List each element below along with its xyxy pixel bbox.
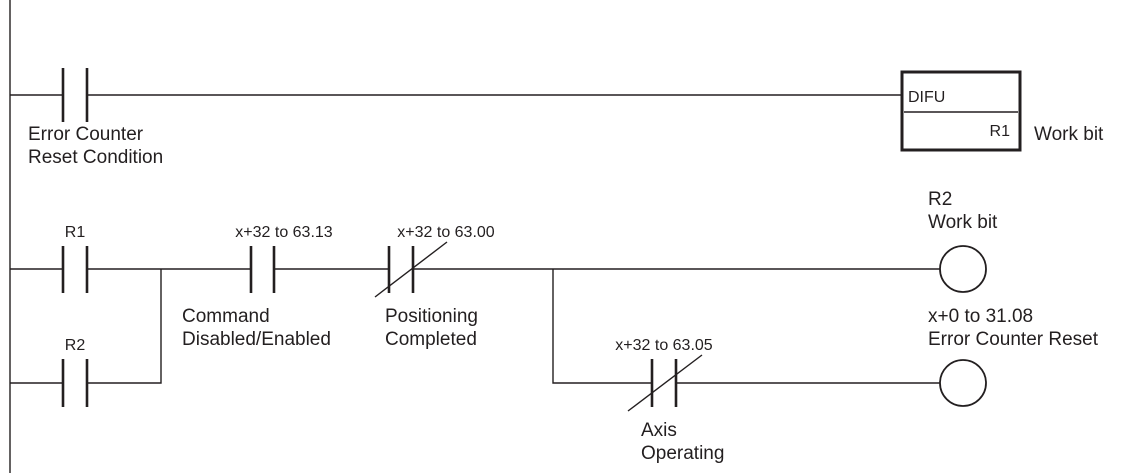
coil-r2-label-line1: R2 (928, 189, 952, 210)
coil-r2-label-line2: Work bit (928, 212, 998, 233)
positioning-contact-label-line1: Positioning (385, 306, 478, 327)
axis-contact-label-line1: Axis (641, 420, 677, 441)
axis-contact-label-line2: Operating (641, 443, 724, 464)
contact-r1 (61, 246, 89, 293)
command-contact-label-line1: Command (182, 306, 270, 327)
difu-instruction-block (900, 70, 1022, 152)
axis-contact-address: x+32 to 63.05 (615, 337, 713, 354)
command-contact-label-line2: Disabled/Enabled (182, 329, 331, 350)
rung2-branch-r2-join (88, 269, 162, 384)
positioning-contact-address: x+32 to 63.00 (397, 224, 495, 241)
contact-error-counter-reset-condition (61, 68, 89, 122)
command-contact-address: x+32 to 63.13 (235, 224, 333, 241)
coil-error-counter-reset (939, 359, 987, 407)
difu-work-bit-note: Work bit (1034, 124, 1104, 145)
coil-r2 (939, 245, 987, 293)
contact-axis-operating-nc (627, 354, 703, 412)
error-counter-label-line1: Error Counter (28, 124, 144, 145)
difu-operand-r1: R1 (990, 123, 1011, 140)
coil-reset-label-line1: x+0 to 31.08 (928, 306, 1033, 327)
contact-r2-label: R2 (65, 337, 86, 354)
contact-command-disabled-enabled (249, 246, 276, 293)
coil-reset-label-line2: Error Counter Reset (928, 329, 1099, 350)
error-counter-label-line2: Reset Condition (28, 147, 163, 168)
rung2-branch-to-axis (552, 269, 651, 384)
contact-r1-label: R1 (65, 224, 86, 241)
difu-instruction-name: DIFU (908, 89, 945, 106)
positioning-contact-label-line2: Completed (385, 329, 477, 350)
contact-positioning-completed-nc (374, 241, 448, 298)
contact-r2 (61, 359, 89, 407)
